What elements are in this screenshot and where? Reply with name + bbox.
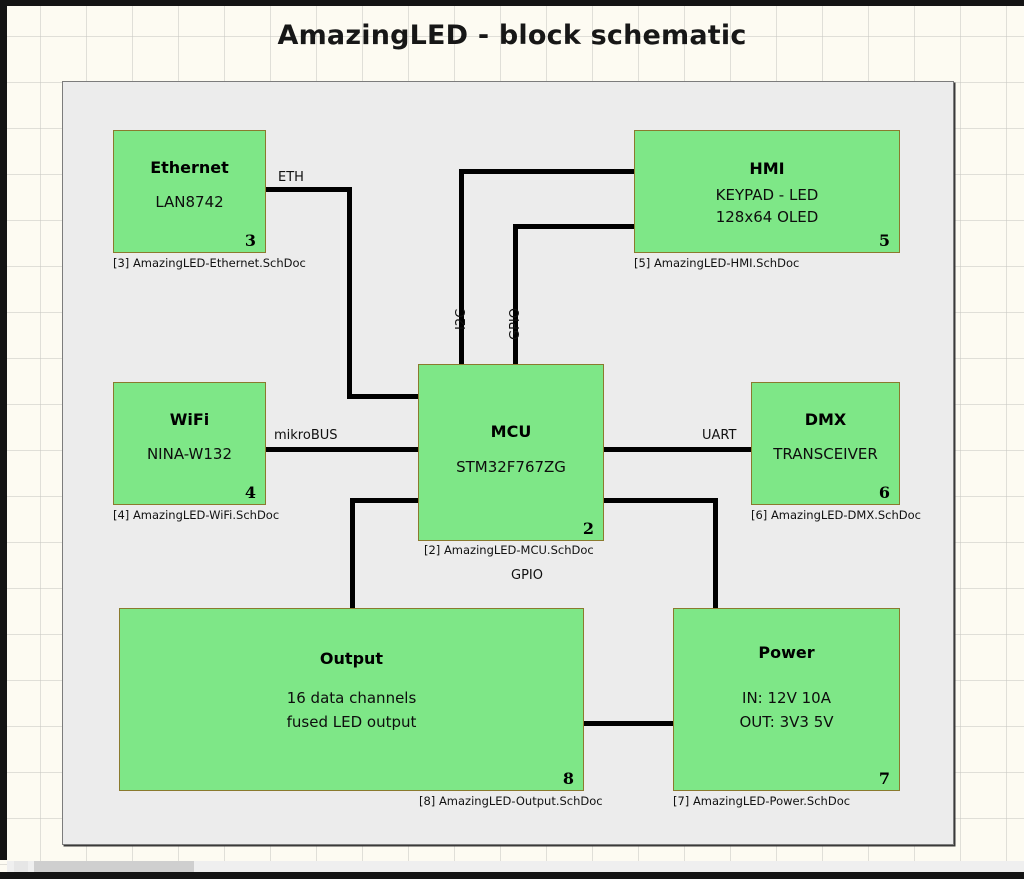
block-ethernet[interactable]: Ethernet LAN8742 3 [113,130,266,253]
wire-gpio-top-horizontal [513,224,636,229]
block-output-line-1: 16 data channels [286,689,417,707]
block-output-caption: [8] AmazingLED-Output.SchDoc [419,794,603,808]
wire-gpio-bottom-horizontal [350,498,421,503]
block-hmi-line-1: KEYPAD - LED [715,186,819,204]
net-label-uart: UART [702,428,737,443]
block-hmi[interactable]: HMI KEYPAD - LED 128x64 OLED 5 [634,130,900,253]
page-title: AmazingLED - block schematic [277,20,747,51]
block-mcu-caption: [2] AmazingLED-MCU.SchDoc [424,543,594,557]
block-power-caption: [7] AmazingLED-Power.SchDoc [673,794,851,808]
wire-uart [602,447,753,452]
horizontal-scrollbar[interactable] [7,861,1024,872]
block-mcu[interactable]: MCU STM32F767ZG 2 [418,364,604,541]
block-output-line-2: fused LED output [286,713,417,731]
block-ethernet-caption: [3] AmazingLED-Ethernet.SchDoc [113,256,306,270]
block-power-line-1: IN: 12V 10A [742,689,831,707]
block-mcu-line-1: STM32F767ZG [456,458,566,476]
window-bottom-edge [0,872,1024,879]
block-ethernet-name: Ethernet [150,158,229,177]
block-wifi-caption: [4] AmazingLED-WiFi.SchDoc [113,508,280,522]
block-dmx-caption: [6] AmazingLED-DMX.SchDoc [751,508,921,522]
net-label-gpio-top: GPIO [508,308,523,340]
wire-output-to-power [582,721,675,726]
wire-i2c-horizontal [459,169,636,174]
wire-ethernet-vertical [347,187,352,399]
block-power-name: Power [758,643,815,662]
block-ethernet-line-1: LAN8742 [155,193,224,211]
scrollbar-left-arrow-icon[interactable] [14,861,28,872]
net-label-i2c: I2C [454,308,469,330]
block-hmi-number: 5 [878,231,890,250]
net-label-gpio-bottom: GPIO [511,568,543,583]
net-label-eth: ETH [278,170,304,185]
block-dmx[interactable]: DMX TRANSCEIVER 6 [751,382,900,505]
block-dmx-name: DMX [804,410,847,429]
block-mcu-number: 2 [582,519,594,538]
schematic-panel: ETH I2C GPIO mikroBUS UART GPIO Ethernet… [62,81,954,845]
window-left-edge [0,0,7,860]
block-output-number: 8 [562,769,574,788]
block-hmi-name: HMI [749,159,785,178]
wire-gpio-bottom-vertical [350,498,355,610]
wire-mikrobus [264,447,421,452]
block-power[interactable]: Power IN: 12V 10A OUT: 3V3 5V 7 [673,608,900,791]
block-output-name: Output [319,649,384,668]
block-dmx-line-1: TRANSCEIVER [773,445,878,463]
wire-ethernet-to-mcu [347,394,420,399]
wire-mcu-to-power-horizontal [602,498,718,503]
block-hmi-line-2: 128x64 OLED [715,208,819,226]
block-output[interactable]: Output 16 data channels fused LED output… [119,608,584,791]
window-top-edge [0,0,1024,6]
wire-i2c-vertical [459,169,464,366]
block-wifi-line-1: NINA-W132 [146,445,233,463]
block-dmx-number: 6 [878,483,890,502]
block-wifi-name: WiFi [169,410,210,429]
block-power-line-2: OUT: 3V3 5V [739,713,834,731]
scrollbar-thumb[interactable] [34,861,194,872]
block-hmi-caption: [5] AmazingLED-HMI.SchDoc [634,256,800,270]
net-label-mikrobus: mikroBUS [274,428,338,443]
wire-mcu-to-power-vertical [713,498,718,610]
block-ethernet-number: 3 [244,231,256,250]
block-wifi[interactable]: WiFi NINA-W132 4 [113,382,266,505]
block-power-number: 7 [878,769,890,788]
block-mcu-name: MCU [490,422,532,441]
wire-gpio-top-vertical [513,224,518,366]
wire-ethernet-horizontal [264,187,352,192]
block-wifi-number: 4 [244,483,256,502]
